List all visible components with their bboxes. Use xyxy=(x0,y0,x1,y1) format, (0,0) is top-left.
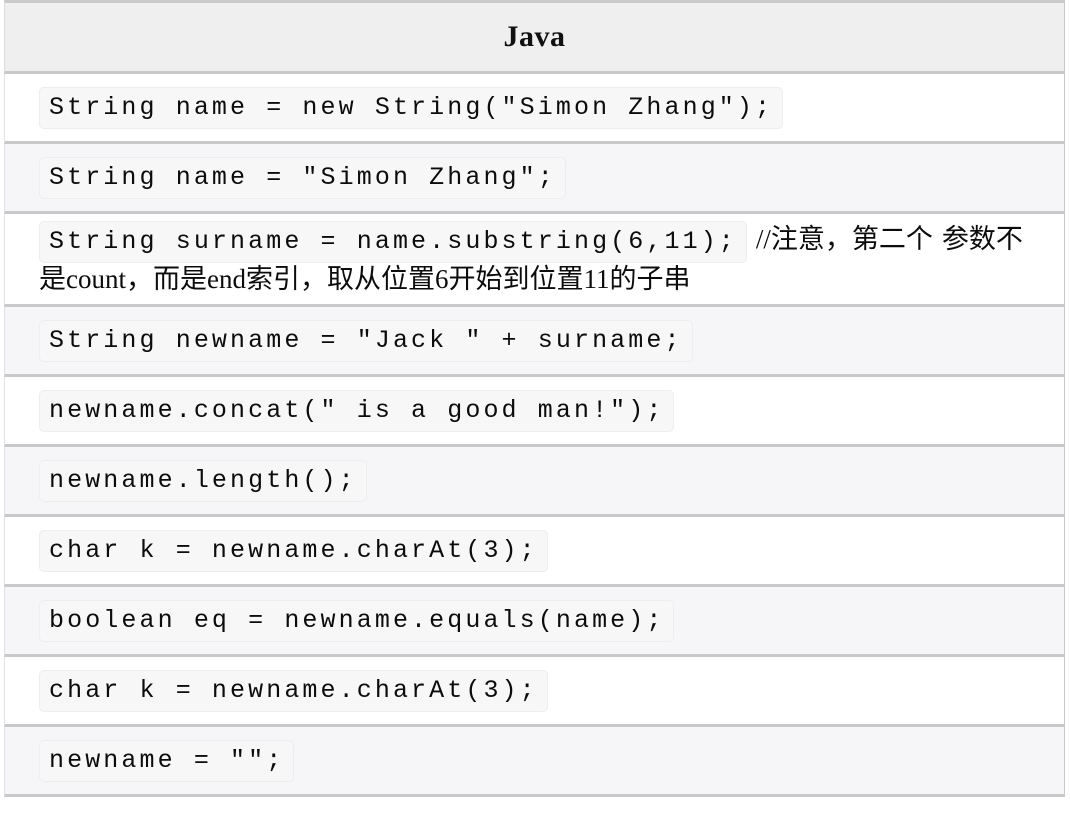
table-row: String name = new String("Simon Zhang"); xyxy=(4,74,1065,144)
table-row: newname = ""; xyxy=(4,726,1065,797)
row-content: String newname = "Jack " + surname; xyxy=(39,317,693,365)
page-title: Java xyxy=(503,20,566,53)
row-content: String name = "Simon Zhang"; xyxy=(39,154,566,202)
java-code-table: Java String name = new String("Simon Zha… xyxy=(0,0,1070,797)
code-snippet: String newname = "Jack " + surname; xyxy=(39,319,693,362)
table-row: char k = newname.charAt(3); xyxy=(4,656,1065,727)
code-snippet: char k = newname.charAt(3); xyxy=(39,529,548,572)
code-snippet: String name = "Simon Zhang"; xyxy=(39,156,566,199)
table-header: Java xyxy=(4,0,1065,74)
table-row: char k = newname.charAt(3); xyxy=(4,516,1065,587)
row-content: newname = ""; xyxy=(39,737,295,785)
row-content: boolean eq = newname.equals(name); xyxy=(39,597,675,645)
table-row: String name = "Simon Zhang"; xyxy=(4,144,1065,214)
table-row: newname.length(); xyxy=(4,446,1065,517)
row-content: String surname = name.substring(6,11); //… xyxy=(39,214,1044,304)
row-content: char k = newname.charAt(3); xyxy=(39,667,548,715)
table-row: String newname = "Jack " + surname; xyxy=(4,306,1065,377)
table-row: boolean eq = newname.equals(name); xyxy=(4,586,1065,657)
code-snippet: newname.concat(" is a good man!"); xyxy=(39,389,675,432)
row-content: String name = new String("Simon Zhang"); xyxy=(39,84,784,132)
code-snippet: boolean eq = newname.equals(name); xyxy=(39,599,675,642)
row-content: newname.length(); xyxy=(39,457,367,505)
code-snippet: newname.length(); xyxy=(39,459,367,502)
table-row: String surname = name.substring(6,11); //… xyxy=(4,214,1065,307)
code-snippet: String surname = name.substring(6,11); xyxy=(39,221,747,263)
code-snippet: newname = ""; xyxy=(39,739,295,782)
table-row: newname.concat(" is a good man!"); xyxy=(4,376,1065,447)
row-content: newname.concat(" is a good man!"); xyxy=(39,387,675,435)
code-snippet: String name = new String("Simon Zhang"); xyxy=(39,86,784,129)
code-comment: //注意，第二个 xyxy=(755,224,933,254)
code-snippet: char k = newname.charAt(3); xyxy=(39,669,548,712)
row-content: char k = newname.charAt(3); xyxy=(39,527,548,575)
code-comment-continued: 参数不是count，而是end索引，取从位置6开始到位置11的子串 xyxy=(39,224,1023,294)
